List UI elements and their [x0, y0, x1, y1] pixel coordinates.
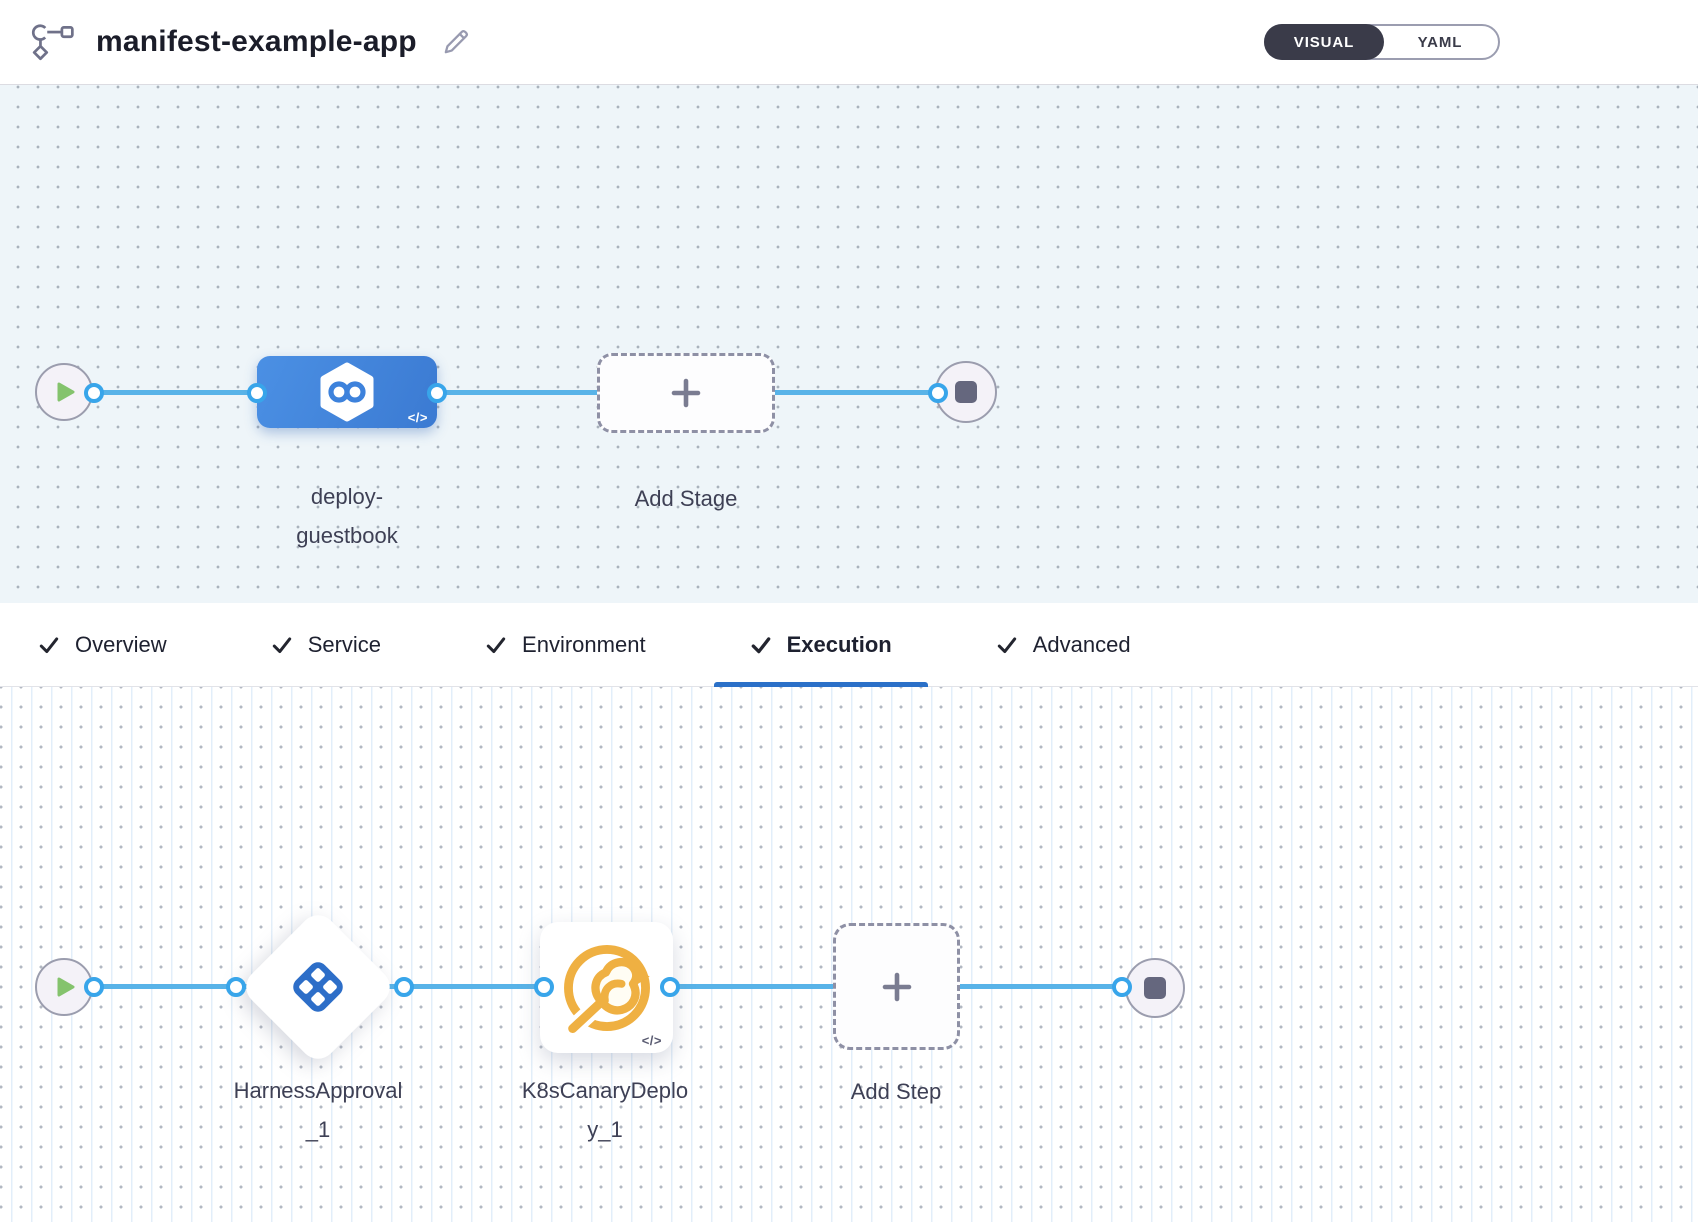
view-toggle: VISUAL YAML — [1264, 24, 1500, 60]
step-node-harness-approval[interactable] — [238, 907, 398, 1067]
add-step-label: Add Step — [850, 1079, 942, 1104]
connector-port — [84, 977, 104, 997]
harness-approval-icon — [293, 962, 343, 1012]
check-icon — [997, 636, 1016, 653]
add-stage-button[interactable] — [597, 353, 775, 433]
cd-stage-hexagon-icon — [320, 362, 374, 422]
stop-icon — [1144, 977, 1166, 999]
step-name-label: K8sCanaryDeploy_1 — [521, 1078, 689, 1142]
connector-port — [247, 383, 267, 403]
plus-icon — [671, 378, 701, 408]
check-icon — [751, 636, 770, 653]
check-icon — [272, 636, 291, 653]
canary-deploy-icon — [563, 944, 650, 1036]
header: manifest-example-app VISUAL YAML — [0, 0, 1698, 85]
pipeline-icon — [31, 24, 74, 61]
connector-port — [84, 383, 104, 403]
tab-environment[interactable]: Environment — [485, 603, 646, 687]
pipeline-start-node — [35, 363, 93, 421]
execution-canvas[interactable]: </> HarnessApproval_1 K8sCanaryDeploy_1 … — [0, 687, 1698, 1222]
stage-node-deploy-guestbook[interactable]: </> — [257, 356, 437, 428]
connector-port — [226, 977, 246, 997]
stage-code-badge[interactable]: </> — [407, 410, 428, 425]
tab-overview[interactable]: Overview — [38, 603, 167, 687]
visual-toggle-button[interactable]: VISUAL — [1264, 24, 1384, 60]
play-icon — [57, 977, 75, 997]
connector-port — [394, 977, 414, 997]
stage-config-tabbar: Overview Service Environment Execution A… — [0, 603, 1698, 687]
stage-name-label: deploy-guestbook — [296, 484, 398, 548]
connector-port — [534, 977, 554, 997]
execution-end-node — [1125, 958, 1185, 1018]
add-step-button[interactable] — [833, 923, 960, 1050]
plus-icon — [882, 972, 911, 1001]
connector-port — [660, 977, 680, 997]
tab-service[interactable]: Service — [271, 603, 381, 687]
stop-icon — [955, 381, 977, 403]
connector-port — [427, 383, 447, 403]
yaml-toggle-button[interactable]: YAML — [1417, 33, 1463, 51]
check-icon — [486, 636, 506, 653]
play-icon — [57, 382, 75, 402]
step-code-badge[interactable]: </> — [641, 1033, 662, 1048]
step-node-k8s-canary-deploy[interactable]: </> — [540, 922, 673, 1053]
stage-canvas[interactable]: </> deploy-guestbook Add Stage — [0, 85, 1698, 603]
stage-connector-line — [92, 390, 938, 395]
connector-port — [1112, 977, 1132, 997]
step-name-label: HarnessApproval_1 — [233, 1078, 403, 1142]
add-stage-label: Add Stage — [634, 486, 738, 511]
tab-execution[interactable]: Execution — [713, 603, 928, 687]
check-icon — [39, 636, 59, 653]
edit-pencil-icon[interactable] — [441, 27, 471, 57]
connector-port — [928, 383, 948, 403]
pipeline-title: manifest-example-app — [96, 25, 417, 58]
tab-advanced[interactable]: Advanced — [996, 603, 1131, 687]
execution-start-node — [35, 958, 93, 1016]
pipeline-end-node — [935, 361, 997, 423]
